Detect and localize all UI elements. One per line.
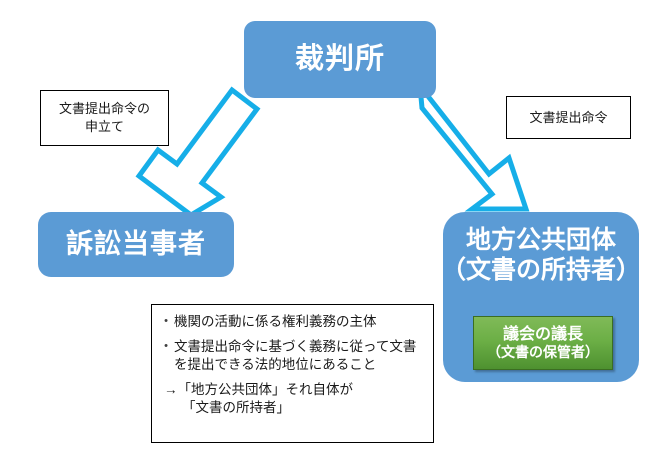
arrow-court-to-localgov bbox=[416, 77, 530, 212]
note-conclusion: →「地方公共団体」それ自体が 「文書の所持者」 bbox=[158, 381, 427, 417]
note-list-item: • 文書提出命令に基づく義務に従って文書を提出できる法的地位にあること bbox=[158, 338, 427, 374]
note-box: • 機関の活動に係る権利義務の主体 • 文書提出命令に基づく義務に従って文書を提… bbox=[151, 304, 434, 443]
edge-label-order-text: 文書提出命令 bbox=[529, 109, 608, 125]
node-local-government-label-line2: （文書の所持者） bbox=[441, 255, 642, 284]
note-conclusion-line1: →「地方公共団体」それ自体が bbox=[164, 382, 353, 398]
bullet-icon: • bbox=[164, 340, 168, 353]
node-assembly-speaker-label-line1: 議会の議長 bbox=[502, 325, 583, 343]
node-litigation-party-label: 訴訟当事者 bbox=[66, 228, 206, 259]
edge-label-motion: 文書提出命令の 申立て bbox=[40, 90, 169, 146]
edge-label-motion-line2: 申立て bbox=[84, 119, 124, 134]
edge-label-motion-line1: 文書提出命令の bbox=[58, 101, 150, 117]
note-item-text: 機関の活動に係る権利義務の主体 bbox=[174, 314, 377, 329]
node-court: 裁判所 bbox=[244, 21, 436, 98]
node-local-government-label-line1: 地方公共団体 bbox=[465, 226, 616, 254]
note-item-text: 文書提出命令に基づく義務に従って文書を提出できる法的地位にあること bbox=[174, 339, 417, 373]
edge-label-order: 文書提出命令 bbox=[506, 96, 631, 139]
bullet-icon: • bbox=[164, 315, 168, 327]
arrow-party-to-court bbox=[135, 86, 261, 219]
node-assembly-speaker-label-line2: （文書の保管者） bbox=[487, 344, 599, 361]
note-conclusion-line2: 「文書の所持者」 bbox=[182, 400, 290, 416]
note-list-item: • 機関の活動に係る権利義務の主体 bbox=[158, 313, 427, 331]
node-assembly-speaker: 議会の議長 （文書の保管者） bbox=[473, 316, 613, 370]
node-court-label: 裁判所 bbox=[294, 43, 385, 76]
node-litigation-party: 訴訟当事者 bbox=[38, 212, 234, 277]
